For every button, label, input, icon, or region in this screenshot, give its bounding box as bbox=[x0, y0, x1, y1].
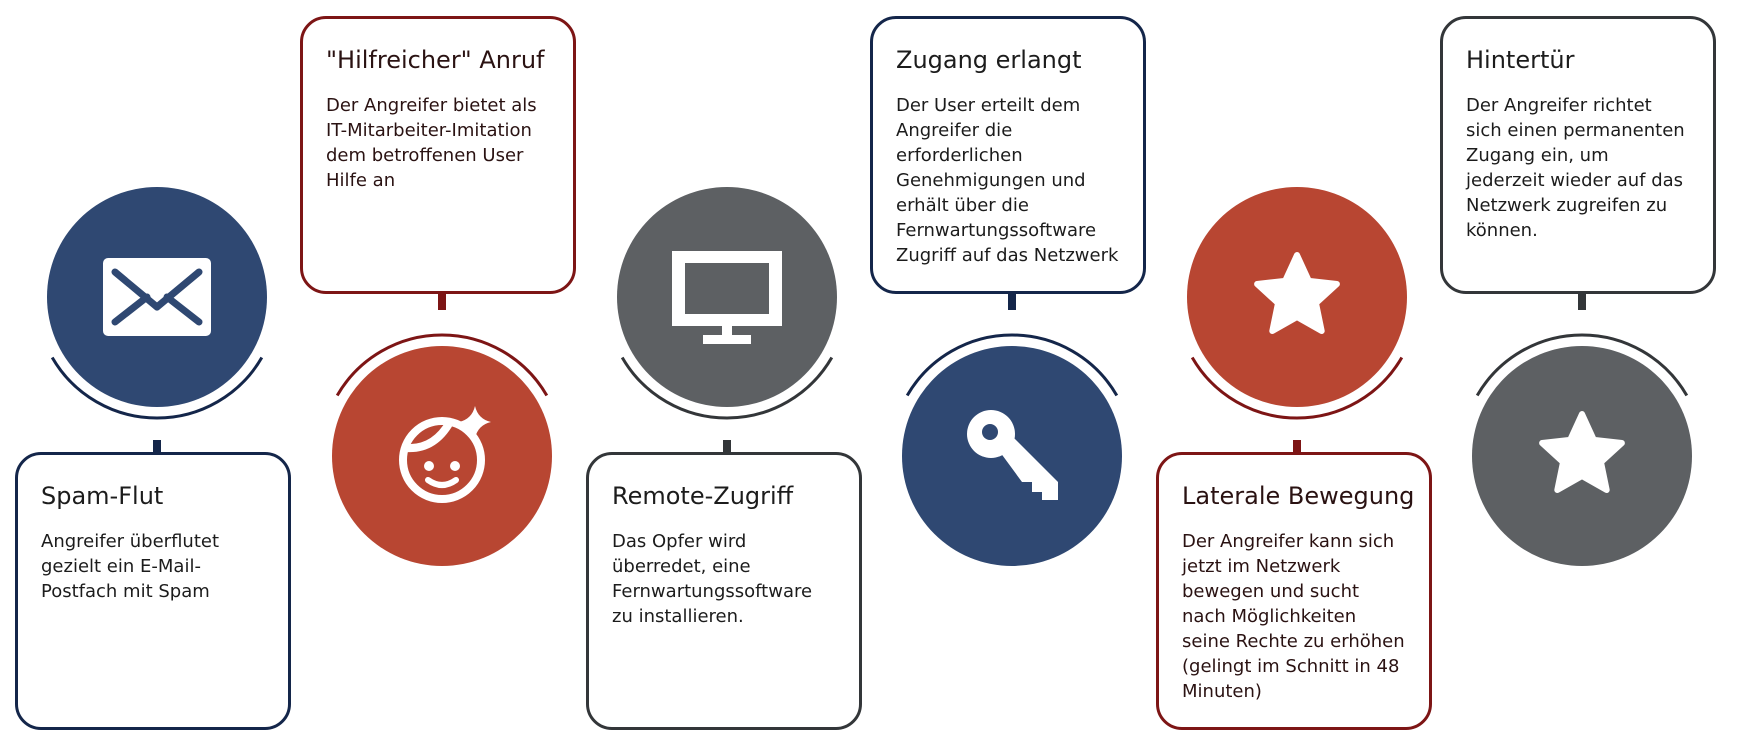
step-node-2 bbox=[332, 294, 552, 566]
face-sparkle-icon bbox=[399, 406, 491, 503]
step-card-spam-flut: Spam-Flut Angreifer überflutet gezielt e… bbox=[15, 452, 291, 730]
connector-arc bbox=[1475, 333, 1689, 397]
step-title: Remote-Zugriff bbox=[612, 482, 794, 510]
step-description: Der User erteilt dem Angreifer die erfor… bbox=[896, 95, 1119, 266]
connector-stem bbox=[438, 294, 446, 310]
step-node-5 bbox=[1187, 187, 1407, 452]
envelope-icon bbox=[103, 258, 211, 336]
step-description: Das Opfer wird überredet, eine Fernwartu… bbox=[612, 531, 813, 627]
step-title: Hintertür bbox=[1466, 46, 1575, 74]
connector-arc bbox=[50, 356, 264, 420]
step-node-6 bbox=[1472, 294, 1692, 566]
connector-stem bbox=[1293, 440, 1301, 452]
connector-arc bbox=[905, 333, 1119, 397]
step-title: "Hilfreicher" Anruf bbox=[326, 46, 545, 74]
connector-stem bbox=[1578, 294, 1586, 310]
step-title: Zugang erlangt bbox=[896, 46, 1082, 74]
connector-arc bbox=[335, 333, 549, 397]
step-title: Spam-Flut bbox=[41, 482, 164, 510]
step-card-hintertuer: Hintertür Der Angreifer richtet sich ein… bbox=[1440, 16, 1716, 294]
step-card-hilfreicher-anruf: "Hilfreicher" Anruf Der Angreifer bietet… bbox=[300, 16, 576, 294]
connector-arc bbox=[1190, 356, 1404, 420]
step-description: Der Angreifer richtet sich einen permane… bbox=[1466, 95, 1685, 241]
connector-stem bbox=[153, 440, 161, 452]
step-description: Angreifer überflutet gezielt ein E-Mail-… bbox=[41, 531, 220, 602]
connector-stem bbox=[1008, 294, 1016, 310]
step-description: Der Angreifer kann sich jetzt im Netzwer… bbox=[1182, 531, 1405, 702]
step-circle bbox=[332, 346, 552, 566]
step-title: Laterale Bewegung bbox=[1182, 482, 1415, 510]
connector-stem bbox=[723, 440, 731, 452]
step-description: Der Angreifer bietet als IT-Mitarbeiter-… bbox=[326, 95, 537, 191]
step-card-zugang-erlangt: Zugang erlangt Der User erteilt dem Angr… bbox=[870, 16, 1146, 294]
star-icon bbox=[1539, 411, 1625, 493]
step-node-1 bbox=[47, 187, 267, 452]
step-card-laterale-bewegung: Laterale Bewegung Der Angreifer kann sic… bbox=[1156, 452, 1432, 730]
key-icon bbox=[967, 410, 1058, 500]
step-card-remote-zugriff: Remote-Zugriff Das Opfer wird überredet,… bbox=[586, 452, 862, 730]
step-node-4 bbox=[902, 294, 1122, 566]
star-icon bbox=[1254, 252, 1340, 334]
monitor-icon bbox=[672, 251, 782, 344]
step-node-3 bbox=[617, 187, 837, 452]
connector-arc bbox=[620, 356, 834, 420]
